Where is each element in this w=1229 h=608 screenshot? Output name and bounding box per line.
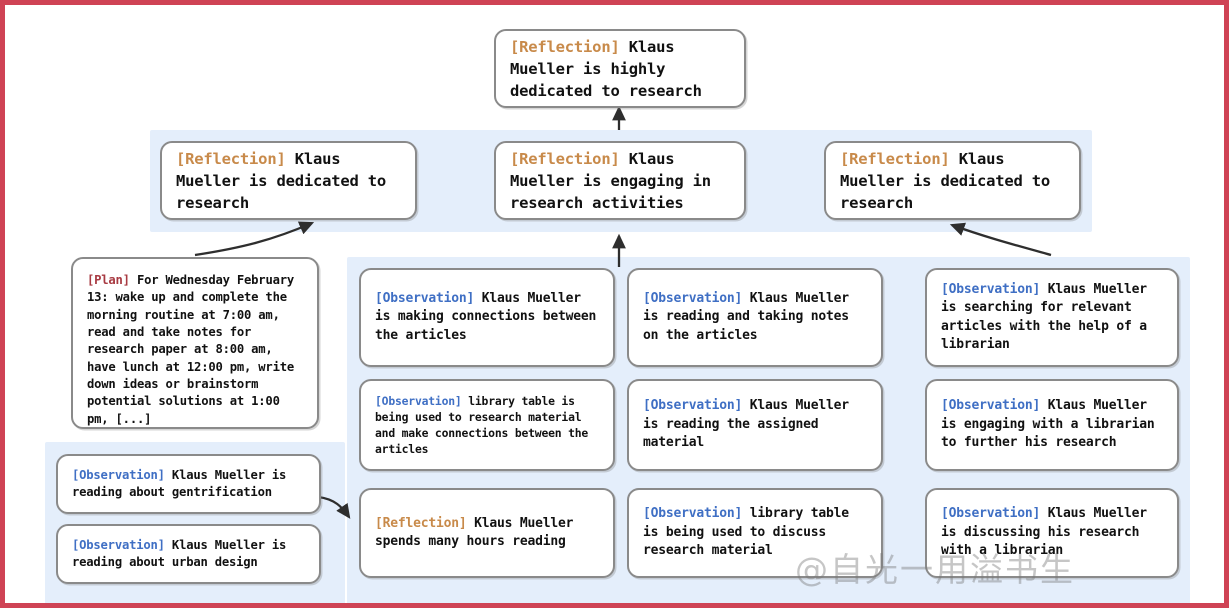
observation-tag: [Observation]: [941, 281, 1041, 297]
column-a-3-text: [Reflection] Klaus Mueller spends many h…: [375, 515, 599, 552]
column-a-1-text: [Observation] Klaus Mueller is making co…: [375, 290, 599, 345]
column-b-3-text: [Observation] library table is being use…: [643, 505, 867, 560]
reflection-left-text: [Reflection] Klaus Mueller is dedicated …: [176, 148, 401, 214]
reflection-tag: [Reflection]: [176, 149, 286, 168]
top-reflection-node[interactable]: [Reflection] Klaus Mueller is highly ded…: [494, 29, 746, 108]
observation-tag: [Observation]: [375, 290, 475, 306]
column-b-1-body: Klaus Mueller is reading and taking note…: [643, 290, 849, 343]
column-a-2-text: [Observation] library table is being use…: [375, 393, 599, 458]
column-a-2-body: library table is being used to research …: [375, 393, 589, 457]
observation-tag: [Observation]: [375, 393, 462, 408]
column-c-3-body: Klaus Mueller is discussing his research…: [941, 506, 1147, 559]
column-c-1-body: Klaus Mueller is searching for relevant …: [941, 281, 1147, 352]
column-b-1-text: [Observation] Klaus Mueller is reading a…: [643, 290, 867, 345]
column-c-node-2[interactable]: [Observation] Klaus Mueller is engaging …: [925, 379, 1179, 471]
column-c-3-text: [Observation] Klaus Mueller is discussin…: [941, 505, 1163, 560]
observation-tag: [Observation]: [941, 398, 1041, 414]
reflection-tag: [Reflection]: [510, 37, 620, 56]
reflection-node-left[interactable]: [Reflection] Klaus Mueller is dedicated …: [160, 141, 417, 220]
top-reflection-body: Klaus Mueller is highly dedicated to res…: [510, 37, 702, 100]
top-reflection-text: [Reflection] Klaus Mueller is highly ded…: [510, 36, 730, 102]
column-b-2-text: [Observation] Klaus Mueller is reading t…: [643, 397, 867, 452]
column-b-node-2[interactable]: [Observation] Klaus Mueller is reading t…: [627, 379, 883, 471]
observation-tag: [Observation]: [643, 506, 743, 522]
column-a-node-2[interactable]: [Observation] library table is being use…: [359, 379, 615, 471]
observation-tag: [Observation]: [72, 537, 165, 552]
reflection-right-body: Klaus Mueller is dedicated to research: [840, 149, 1051, 212]
column-a-node-1[interactable]: [Observation] Klaus Mueller is making co…: [359, 268, 615, 367]
column-a-node-3[interactable]: [Reflection] Klaus Mueller spends many h…: [359, 488, 615, 578]
column-b-node-1[interactable]: [Observation] Klaus Mueller is reading a…: [627, 268, 883, 367]
reflection-node-center[interactable]: [Reflection] Klaus Mueller is engaging i…: [494, 141, 746, 220]
observation-tag: [Observation]: [643, 290, 743, 306]
column-a-3-body: Klaus Mueller spends many hours reading: [375, 515, 574, 549]
plan-text: [Plan] For Wednesday February 13: wake u…: [87, 272, 303, 428]
left-observation-1-text: [Observation] Klaus Mueller is reading a…: [72, 467, 305, 502]
plan-node[interactable]: [Plan] For Wednesday February 13: wake u…: [71, 257, 319, 429]
column-c-node-1[interactable]: [Observation] Klaus Mueller is searching…: [925, 268, 1179, 367]
left-observation-node-1[interactable]: [Observation] Klaus Mueller is reading a…: [56, 454, 321, 514]
column-c-1-text: [Observation] Klaus Mueller is searching…: [941, 281, 1163, 355]
observation-tag: [Observation]: [643, 398, 743, 414]
reflection-right-text: [Reflection] Klaus Mueller is dedicated …: [840, 148, 1065, 214]
reflection-tag: [Reflection]: [510, 149, 620, 168]
observation-tag: [Observation]: [72, 467, 165, 482]
observation-tag: [Observation]: [941, 506, 1041, 522]
column-a-1-body: Klaus Mueller is making connections betw…: [375, 290, 597, 343]
left-observation-2-body: Klaus Mueller is reading about urban des…: [72, 537, 287, 569]
reflection-center-body: Klaus Mueller is engaging in research ac…: [510, 149, 711, 212]
column-c-2-body: Klaus Mueller is engaging with a librari…: [941, 398, 1155, 451]
reflection-tag: [Reflection]: [375, 515, 467, 531]
plan-tag: [Plan]: [87, 273, 130, 287]
plan-body: For Wednesday February 13: wake up and c…: [87, 273, 294, 426]
left-observation-1-body: Klaus Mueller is reading about gentrific…: [72, 467, 287, 499]
column-b-node-3[interactable]: [Observation] library table is being use…: [627, 488, 883, 578]
reflection-left-body: Klaus Mueller is dedicated to research: [176, 149, 387, 212]
column-c-2-text: [Observation] Klaus Mueller is engaging …: [941, 397, 1163, 452]
left-observation-2-text: [Observation] Klaus Mueller is reading a…: [72, 537, 305, 572]
reflection-node-right[interactable]: [Reflection] Klaus Mueller is dedicated …: [824, 141, 1081, 220]
column-c-node-3[interactable]: [Observation] Klaus Mueller is discussin…: [925, 488, 1179, 578]
column-b-3-body: library table is being used to discuss r…: [643, 506, 849, 559]
left-observation-node-2[interactable]: [Observation] Klaus Mueller is reading a…: [56, 524, 321, 584]
column-b-2-body: Klaus Mueller is reading the assigned ma…: [643, 398, 849, 451]
reflection-center-text: [Reflection] Klaus Mueller is engaging i…: [510, 148, 730, 214]
watermark: @自光一用溢书生: [795, 550, 1075, 589]
reflection-tag: [Reflection]: [840, 149, 950, 168]
